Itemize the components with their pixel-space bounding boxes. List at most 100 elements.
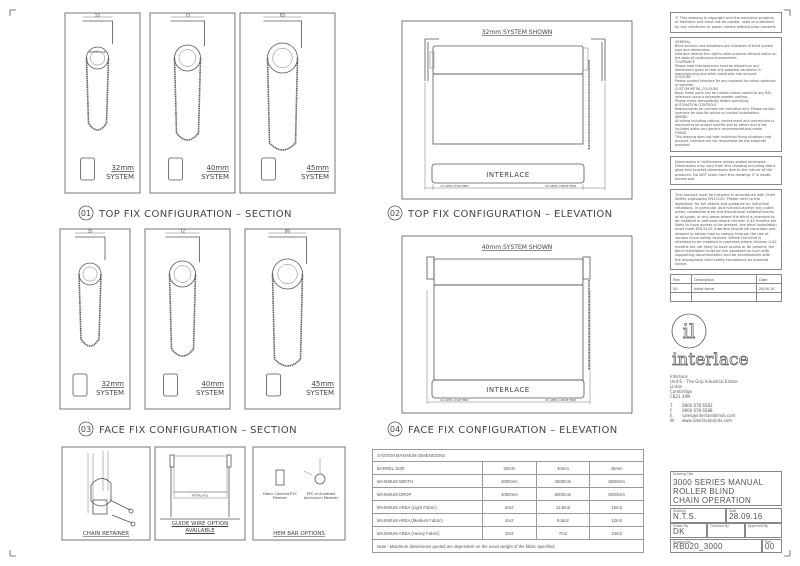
contact-value: 0800 678 6588: [682, 408, 713, 414]
drawing-title-line: CHAIN OPERATION: [673, 496, 752, 505]
section-title-top_fix: 01 TOP FIX CONFIGURATION – SECTION: [78, 205, 292, 221]
description-header: Description: [691, 274, 757, 285]
drawing-title-line: ROLLER BLIND: [673, 487, 735, 496]
right-info-column: © This drawing is copyright and the excl…: [670, 12, 782, 553]
svg-text:TOP FIX CONFIGURATION – ELEVAT: TOP FIX CONFIGURATION – ELEVATION: [407, 209, 612, 220]
drawing-number-label: Drawing No: [673, 540, 692, 544]
title-block: Drawing Title 3000 SERIES MANUAL ROLLER …: [670, 471, 782, 553]
system-label: SYSTEM: [106, 173, 134, 181]
table-cell: 7m2: [535, 526, 591, 540]
system-label: 32mm: [101, 380, 124, 388]
chain-retainer: [266, 373, 281, 397]
svg-text:02: 02: [390, 209, 400, 218]
guide-wire-label: GUIDE WIRE OPTION AVAILABLE: [171, 521, 229, 534]
table-cell: 4m2: [482, 513, 537, 527]
row-header: MAXIMUM DROP: [372, 487, 483, 501]
svg-text:03: 03: [81, 425, 91, 434]
revision-table: Rev Description Date 00 Initial Issue 28…: [670, 274, 782, 303]
hem-bar-label: HEM BAR OPTIONS: [273, 531, 325, 537]
width-dimension: 75: [185, 13, 191, 18]
guide-wire-brand: INTERLACE: [192, 494, 209, 498]
chain-loop: [173, 57, 202, 141]
corner-marks: [9, 9, 791, 557]
chain-retainer: [72, 373, 88, 397]
chain-retainer-label: CHAIN RETAINER: [83, 531, 129, 537]
table-cell: 2000mm: [482, 474, 537, 488]
contact-key: T: [670, 403, 673, 409]
contact-key: W: [670, 418, 674, 424]
scale-box: Scale(s)N.T.S.: [670, 508, 726, 523]
chain-retainer: [261, 157, 276, 181]
svg-text:04: 04: [390, 425, 400, 434]
svg-text:FACE FIX CONFIGURATION – SECTI: FACE FIX CONFIGURATION – SECTION: [99, 425, 297, 436]
approved-by-label: Approved By: [748, 524, 769, 528]
address-line: Interlace: [670, 374, 688, 380]
elevation-face-fix: 40mm SYSTEM SHOWN INTERLACE 14 APPX- IDL…: [401, 235, 633, 414]
elevation-title-face-fix: 04 FACE FIX CONFIGURATION – ELEVATION: [387, 421, 618, 437]
chain-loop: [78, 273, 102, 347]
system-label: SYSTEM: [196, 389, 224, 397]
drawing-title-line: 3000 SERIES MANUAL: [673, 478, 764, 487]
hem-fabric-label: Fabric Covered PVC Member: [262, 492, 298, 501]
date-value: 28.09.16: [729, 512, 763, 521]
brand-on-bottom-bar: INTERLACE: [486, 171, 529, 179]
table-cell: 9.5m2: [535, 513, 591, 527]
guide-wire-detail: INTERLACE: [154, 446, 246, 541]
width-dimension: 72: [180, 229, 186, 234]
system-label: 45mm: [311, 380, 334, 388]
table-cell: 2500mm: [535, 474, 591, 488]
system-label: 40mm: [206, 164, 229, 172]
system-label: 45mm: [306, 164, 329, 172]
table-cell: 15m2: [589, 500, 644, 514]
row-header: MAXIMUM AREA (Medium Fabric): [372, 513, 483, 527]
svg-text:01: 01: [81, 209, 91, 218]
checked-by-label: Checked By: [710, 524, 729, 528]
drive-end-dimension: 23 APPX- DRIVE END: [545, 398, 577, 402]
rev-label: Rev: [765, 540, 772, 544]
drawing-title-label: Drawing Title: [673, 472, 694, 476]
table-cell: 5000mm: [535, 487, 591, 501]
table-cell: 32mm: [482, 461, 537, 475]
table-cell: 3000mm: [589, 474, 644, 488]
rev-cell: 00: [670, 283, 692, 294]
row-header: MAXIMUM AREA (Light Fabric): [372, 500, 483, 514]
table-title: SYSTEM MAXIMUM DIMENSIONS: [372, 449, 644, 462]
width-dimension: 55: [95, 13, 101, 18]
contact-line: F 0800 678 6588: [670, 408, 782, 413]
system-label: SYSTEM: [96, 389, 124, 397]
idle-end-dimension: 14 APPX- IDLE END: [440, 184, 469, 188]
contact-key: F: [670, 408, 673, 414]
system-label: 32mm: [111, 164, 134, 172]
system-label: SYSTEM: [301, 173, 329, 181]
table-cell: 10m2: [589, 526, 644, 540]
drawn-by-label: Drawn By: [673, 524, 689, 528]
contact-key: E: [670, 413, 673, 419]
system-label: SYSTEM: [306, 389, 334, 397]
table-cell: 12m2: [589, 513, 644, 527]
svg-text:FACE FIX CONFIGURATION – ELEVA: FACE FIX CONFIGURATION – ELEVATION: [408, 425, 618, 436]
width-dimension: 55: [87, 229, 93, 234]
general-notes: GENERAL Blind sections and elevations ar…: [670, 36, 782, 152]
address-line: Cambridge: [670, 389, 692, 395]
svg-text:TOP FIX CONFIGURATION – SECTIO: TOP FIX CONFIGURATION – SECTION: [98, 209, 292, 220]
width-dimension: 85: [280, 13, 286, 18]
chain-loop: [266, 57, 299, 151]
description-cell: Initial Issue: [691, 283, 757, 294]
